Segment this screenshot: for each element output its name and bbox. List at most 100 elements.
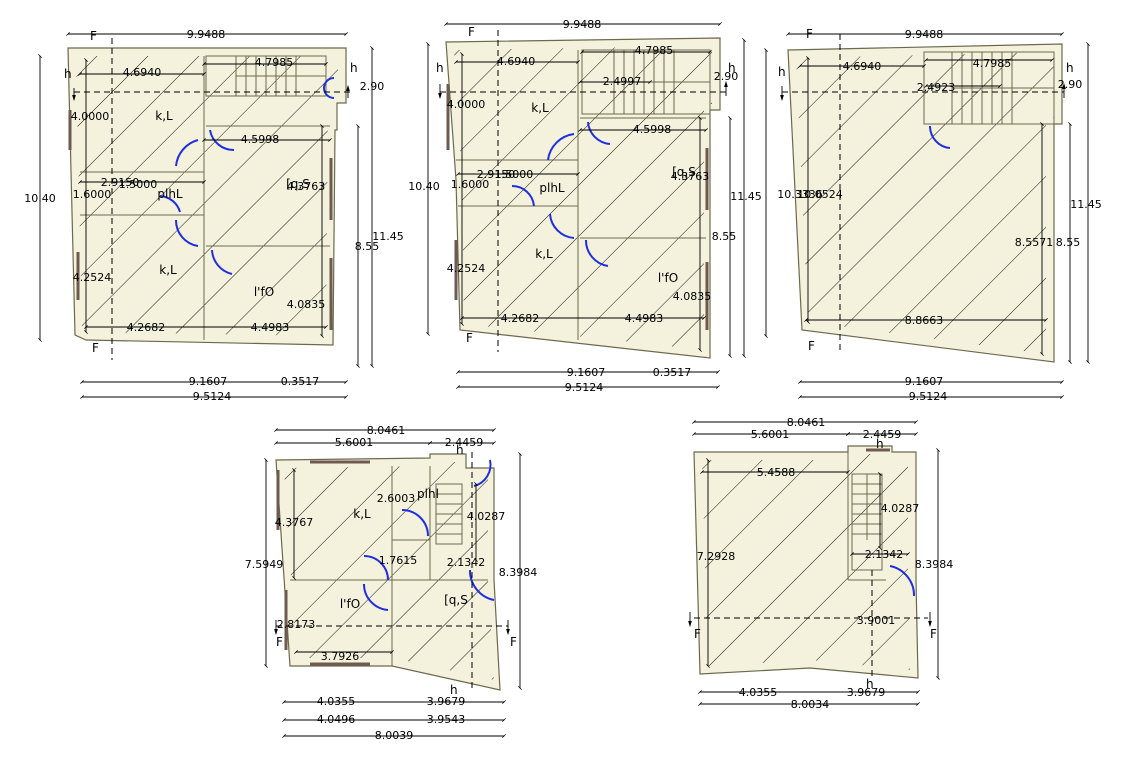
plan-1-room-label: k,L [155, 109, 173, 123]
plan-2-dim-right-upper: 2.90 [714, 70, 739, 83]
plan-2-dim-right-room: 4.3763 [671, 170, 710, 183]
plan-2-door [587, 121, 611, 145]
plan-3-dim-stair: 4.7985 [973, 57, 1012, 70]
plan-4-room-label: k,L [353, 507, 371, 521]
plan-1-dim-bottom-b: 0.3517 [281, 375, 320, 388]
plan-2-room-label: [q,S [672, 165, 696, 179]
plan-5-inner-fill [702, 454, 910, 670]
plan-4-dim-mid-a: 2.6003 [377, 492, 416, 505]
plan-4-stairs [435, 483, 463, 545]
plan-4-dim-left-lower: 2.8173 [277, 618, 316, 631]
plan-2-dim-left-lower: 4.2524 [447, 262, 486, 275]
plan-2-dim-right-room2: 4.0835 [673, 290, 712, 303]
plan-4-dim-left-total: 7.5949 [245, 558, 284, 571]
plan-2-door [547, 133, 575, 161]
plan-5-dim-top-b: 2.4459 [863, 428, 902, 441]
plan-2-dim-bottom-b: 0.3517 [653, 366, 692, 379]
plan-5-dim-right-total: 8.3984 [915, 558, 954, 571]
plan-3-dim-stair-inner: 2.4923 [917, 81, 956, 94]
plan-2-section-mark: F [466, 331, 473, 345]
plan-2-dim-left-upper: 4.0000 [447, 98, 486, 111]
plan-4-dim-stair: 4.0287 [467, 510, 506, 523]
plan-2-room-label: plhL [539, 181, 565, 195]
plan-1-dim-room-top: 4.6940 [123, 66, 162, 79]
plan-2-dim-stair-inner: 2.4997 [603, 75, 642, 88]
plan-1-door [175, 139, 199, 167]
plan-3-dim-top: 9.9488 [905, 28, 944, 41]
plan-2-dim-top: 9.9488 [563, 18, 602, 31]
plan-2-door [511, 184, 535, 207]
plan-1-dim-hall: 4.5998 [241, 133, 280, 146]
plan-3-dim-right-upper: 2.90 [1058, 78, 1083, 91]
plan-3-dim-right-a: 8.5571 [1015, 236, 1054, 249]
plan-2-dim-bottom-total: 9.5124 [565, 381, 604, 394]
plan-1-dim-stair: 4.7985 [255, 56, 294, 69]
plan-4-dim-bottom-total: 8.0039 [375, 729, 414, 742]
plan-2-dim-left-mid: 1.6000 [451, 178, 490, 191]
plan-1-dim-right-total: 11.45 [372, 230, 404, 243]
plan-4-dim-top-a: 5.6001 [335, 436, 374, 449]
plan-1-section-mark: F [90, 29, 97, 43]
plan-1-door [159, 195, 181, 213]
plan-5-stairs [851, 473, 883, 571]
plan-2-dim-mid-a: 2.9150 [477, 168, 516, 181]
plan-4-section-mark: h [450, 683, 458, 697]
plan-4-dim-left-room: 4.3767 [275, 516, 314, 529]
plan-5-dim-bottom-total: 8.0034 [791, 698, 830, 711]
plan-1-dim-left-upper: 4.0000 [71, 110, 110, 123]
plan-3-dim-left-a: 10.3336 [777, 188, 823, 201]
plan-1-room-label: l'fO [254, 285, 274, 299]
plan-3-section-mark: F [806, 27, 813, 41]
plan-2-dim-mid-b: 1.5000 [495, 168, 534, 181]
plan-2-section-mark: F [468, 25, 475, 39]
plan-5-dim-stair: 4.0287 [881, 502, 920, 515]
plan-4-door [468, 569, 495, 601]
plan-4-dim-bottom-c: 4.0496 [317, 713, 356, 726]
plan-1-dim-right-room2: 4.0835 [287, 298, 326, 311]
plan-2-dim-stair: 4.7985 [635, 44, 674, 57]
plan-4-section-mark: h [456, 443, 464, 457]
plan-1-dim-left-total: 10.40 [24, 192, 56, 205]
plan-3-dim-right-total: 11.45 [1070, 198, 1102, 211]
plan-2-dim-right-total: 11.45 [730, 190, 762, 203]
plan-4-dim-bottom-b: 3.9679 [427, 695, 466, 708]
plan-2-dim-bottom-a: 9.1607 [567, 366, 606, 379]
plan-1-section-mark: h [350, 61, 358, 75]
plan-1-dim-top: 9.9488 [187, 28, 226, 41]
plan-4-section-mark: F [276, 635, 283, 649]
plan-2-dim-left-total: 10.40 [408, 180, 440, 193]
plan-4-dim-top-b: 2.4459 [445, 436, 484, 449]
plan-5-dim-left-total: 7.2928 [697, 550, 736, 563]
plan-4-room-label: plhl [417, 487, 439, 501]
plan-1-dim-bottom-a: 9.1607 [189, 375, 228, 388]
plan-3-dim-bottom-a: 9.1607 [905, 375, 944, 388]
plan-5-dim-bottom-a: 4.0355 [739, 686, 778, 699]
plan-1-dim-left-lower: 4.2524 [73, 271, 112, 284]
plan-1-door [209, 129, 235, 152]
plan-3: 9.9488 4.7985 4.6940 2.4923 2.90 10.3336… [764, 27, 1102, 403]
plan-3-dim-inner-width: 8.8663 [905, 314, 944, 327]
plan-3-dim-right-lower: 8.55 [1056, 236, 1081, 249]
plan-4-door [362, 583, 389, 611]
plan-1: 9.9488 4.7985 4.6940 2.90 10.40 4.0000 1… [24, 28, 404, 403]
plan-2-room-label: l'fO [658, 271, 678, 285]
plan-2-door [584, 239, 609, 267]
plan-5-section-mark: F [930, 627, 937, 641]
plan-1-room-label: k,L [159, 263, 177, 277]
plan-3-dim-left-b: 10.0524 [797, 188, 843, 201]
plan-5-dim-bottom-b: 3.9679 [847, 686, 886, 699]
plan-3-section-mark: h [1066, 61, 1074, 75]
plan-4-dim-bottom-d: 3.9543 [427, 713, 466, 726]
plan-2-dim-bottom-right: 4.4983 [625, 312, 664, 325]
plan-1-dim-mid-a: 2.9150 [101, 176, 140, 189]
plan-5-dim-room-width: 5.4588 [757, 466, 796, 479]
plan-4: 8.0461 5.6001 2.4459 7.5949 4.3767 2.817… [245, 424, 538, 742]
plan-3-dim-bottom-total: 9.5124 [909, 390, 948, 403]
plan-5-section-mark: h [876, 437, 884, 451]
plan-1-dim-bottom-right: 4.4983 [251, 321, 290, 334]
plan-1-dim-bottom-total: 9.5124 [193, 390, 232, 403]
plan-5-dim-stair-w: 2.1342 [865, 548, 904, 561]
plan-4-room-label: l'fO [340, 597, 360, 611]
plan-1-dim-mid-b: 1.5000 [119, 178, 158, 191]
